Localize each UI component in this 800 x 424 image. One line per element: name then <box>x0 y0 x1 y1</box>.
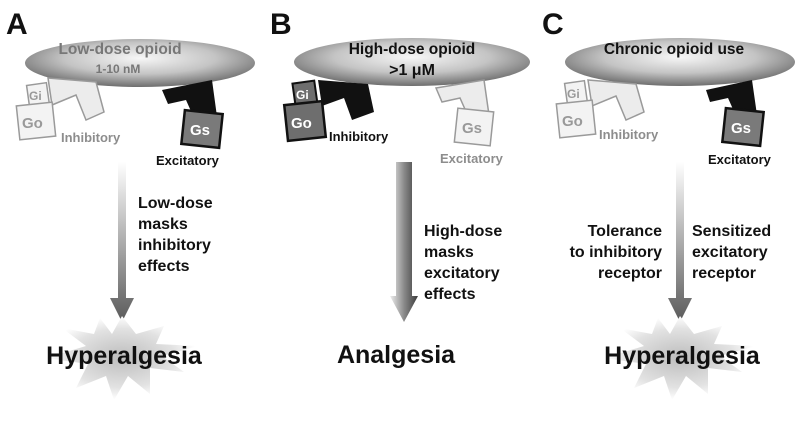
panel-letter: B <box>270 8 292 41</box>
mechanism-line-4: effects <box>138 258 190 275</box>
burst <box>46 316 198 400</box>
panel-letter: C <box>542 8 564 41</box>
mechanism-line-1: Low-dose <box>138 195 213 212</box>
excitatory-label: Excitatory <box>708 152 772 167</box>
inhibitory-label: Inhibitory <box>329 129 389 144</box>
go-subunit <box>555 99 597 139</box>
left-mechanism-line-1: Tolerance <box>588 223 663 240</box>
excitatory-receptor: Gs Excitatory <box>706 80 772 167</box>
panel-b: B High-dose opioid >1 μM Gi Go Inhibitor… <box>270 8 530 369</box>
go-label: Go <box>22 115 43 132</box>
left-mechanism-line-2: to inhibitory <box>570 244 663 261</box>
go-label: Go <box>562 113 583 130</box>
panel-a: A Low-dose opioid 1-10 nM Gi Go Inhibito… <box>6 8 255 400</box>
membrane <box>565 38 795 86</box>
right-mechanism-line-1: Sensitized <box>692 223 771 240</box>
membrane-label: High-dose opioid <box>349 41 476 58</box>
outcome-label: Hyperalgesia <box>604 342 761 370</box>
receptor-body <box>47 77 105 122</box>
dose-label: >1 μM <box>389 62 435 79</box>
membrane <box>25 39 255 87</box>
panel-letter: A <box>6 8 28 41</box>
gs-label: Gs <box>190 122 210 139</box>
membrane <box>294 38 530 86</box>
membrane-label: Low-dose opioid <box>58 41 181 58</box>
down-arrow <box>110 162 134 322</box>
mechanism-line-2: masks <box>424 244 474 261</box>
mechanism-line-4: effects <box>424 286 476 303</box>
mechanism-line-3: inhibitory <box>138 237 211 254</box>
go-label: Go <box>291 115 312 132</box>
inhibitory-receptor: Gi Go Inhibitory <box>282 79 389 144</box>
excitatory-receptor: Gs Excitatory <box>434 79 504 166</box>
mechanism-line-2: masks <box>138 216 188 233</box>
gi-label: Gi <box>296 88 309 102</box>
down-arrow <box>668 162 692 322</box>
outcome-label: Analgesia <box>337 341 456 369</box>
gs-label: Gs <box>462 120 482 137</box>
inhibitory-receptor: Gi Go Inhibitory <box>555 79 659 142</box>
right-mechanism-line-3: receptor <box>692 265 756 282</box>
dose-label: 1-10 nM <box>96 62 141 76</box>
inhibitory-label: Inhibitory <box>61 130 121 145</box>
gi-label: Gi <box>29 89 42 103</box>
outcome-label: Hyperalgesia <box>46 342 203 370</box>
down-arrow <box>390 162 418 322</box>
mechanism-line-3: excitatory <box>424 265 500 282</box>
inhibitory-label: Inhibitory <box>599 127 659 142</box>
gs-subunit <box>179 108 225 150</box>
go-subunit <box>282 99 328 143</box>
mechanism-line-1: High-dose <box>424 223 502 240</box>
gs-subunit <box>720 106 766 148</box>
inhibitory-receptor: Gi Go Inhibitory <box>15 77 121 145</box>
gi-label: Gi <box>567 87 580 101</box>
excitatory-label: Excitatory <box>156 153 220 168</box>
excitatory-label: Excitatory <box>440 151 504 166</box>
panel-c: C Chronic opioid use Gi Go Inhibitory Gs… <box>542 8 795 400</box>
right-mechanism-line-2: excitatory <box>692 244 768 261</box>
left-mechanism-line-3: receptor <box>598 265 662 282</box>
gs-subunit <box>453 107 495 147</box>
gs-label: Gs <box>731 120 751 137</box>
go-subunit <box>15 101 57 141</box>
receptor-body <box>318 80 374 120</box>
membrane-label: Chronic opioid use <box>604 41 745 58</box>
burst <box>604 316 756 400</box>
excitatory-receptor: Gs Excitatory <box>156 80 225 168</box>
receptor-body <box>587 79 645 121</box>
